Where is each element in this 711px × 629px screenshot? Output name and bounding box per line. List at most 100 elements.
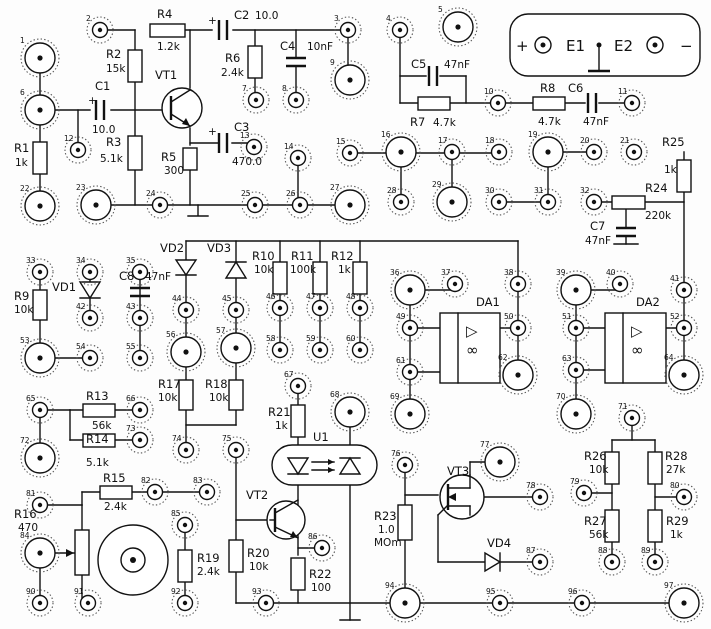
resistor-body-r25 [676,159,692,193]
pad-number-31: 31 [534,186,544,195]
pad-number-62: 62 [498,353,508,362]
pad-32: 32 [580,186,608,216]
pad-number-58: 58 [266,334,276,343]
pad-number-79: 79 [570,477,580,486]
label-r27: R27 [584,514,607,528]
pad-39: 39 [556,268,596,310]
resistor-body-r3 [127,135,143,171]
pad-number-16: 16 [381,130,391,139]
value-c4: 10nF [307,41,333,53]
label-c4: C4 [280,39,295,53]
pad-number-91: 91 [74,587,84,596]
label-da1: DA1 [476,295,500,309]
value-r1: 1k [15,157,29,169]
opamps: ▷ ∞ ▷ ∞ [439,312,667,384]
resistor-body-r2 [127,49,143,83]
pad-3: 3 [334,14,362,44]
pad-number-53: 53 [20,336,30,345]
pad-number-76: 76 [391,449,401,458]
pad-number-59: 59 [306,334,316,343]
battery-minus: − [680,37,693,55]
pad-number-57: 57 [216,326,226,335]
pad-number-82: 82 [141,476,151,485]
pad-number-37: 37 [441,268,451,277]
value-r3: 5.1k [100,153,124,165]
value-r2: 15k [106,63,126,75]
pad-80: 80 [670,481,698,511]
da1-inf-glyph: ∞ [466,341,479,359]
pad-61: 61 [396,356,424,386]
value-c3: 470.0 [232,156,262,168]
value-r9: 10k [14,304,34,316]
pad-6: 6 [20,88,60,130]
pad-79: 79 [570,477,598,507]
pad-number-35: 35 [126,256,136,265]
pad-number-33: 33 [26,256,36,265]
value-r14: 5.1k [86,457,110,469]
pad-number-71: 71 [618,402,628,411]
resistor-body-r12 [352,261,368,295]
vd1-symbol [78,281,102,300]
vt2-symbol [266,500,306,540]
pad-42: 42 [76,302,104,332]
resistor-body-r15 [99,485,133,500]
pad-number-4: 4 [386,14,391,23]
pad-34: 34 [76,256,104,286]
pad-83: 83 [193,476,221,506]
pad-number-10: 10 [484,87,494,96]
pad-66: 66 [126,394,154,424]
pad-number-93: 93 [252,587,262,596]
pad-30: 30 [485,186,513,216]
pad-number-20: 20 [580,136,590,145]
pad-number-18: 18 [485,136,495,145]
value-r6: 2.4k [221,67,245,79]
pad-1: 1 [20,36,60,78]
pad-number-92: 92 [171,587,181,596]
pad-number-30: 30 [485,186,495,195]
label-r3: R3 [106,135,121,149]
transistors [161,87,485,540]
label-r18: R18 [205,377,228,391]
mounting-hole [97,524,169,596]
pad-12: 12 [64,134,92,164]
label-c2: C2 [234,8,249,22]
pad-number-96: 96 [568,587,578,596]
resistor-body-r20 [228,539,244,573]
pad-number-22: 22 [20,184,30,193]
pad-23: 23 [76,183,116,225]
value-r19: 2.4k [197,566,221,578]
pad-18: 18 [485,136,513,166]
value-r24: 220k [645,210,672,222]
label-c5: C5 [411,57,426,71]
label-r12: R12 [331,249,354,263]
resistor-body-r28 [647,451,663,485]
pad-96: 96 [568,587,596,617]
pad-number-90: 90 [26,587,36,596]
pad-number-17: 17 [438,136,448,145]
pad-number-69: 69 [390,392,400,401]
pad-57: 57 [216,326,256,368]
pad-number-83: 83 [193,476,203,485]
pad-number-73: 73 [126,424,136,433]
resistor-body-r23 [397,504,413,541]
label-r15: R15 [103,471,126,485]
pad-21: 21 [620,136,648,166]
pad-93: 93 [252,587,280,617]
pad-14: 14 [284,142,312,172]
pad-82: 82 [141,476,169,506]
value-r7: 4.7k [433,117,457,129]
resistor-body-r16 [74,529,90,576]
pad-number-9: 9 [330,58,335,67]
pad-41: 41 [670,274,698,304]
pad-number-94: 94 [385,581,395,590]
pad-number-48: 48 [346,292,356,301]
pad-48: 48 [346,292,374,322]
svg-text:+: + [208,126,217,138]
pad-17: 17 [438,136,466,166]
label-vd4: VD4 [487,536,511,550]
pad-number-24: 24 [146,189,156,198]
label-r19: R19 [197,551,220,565]
resistor-body-r22 [290,557,306,591]
